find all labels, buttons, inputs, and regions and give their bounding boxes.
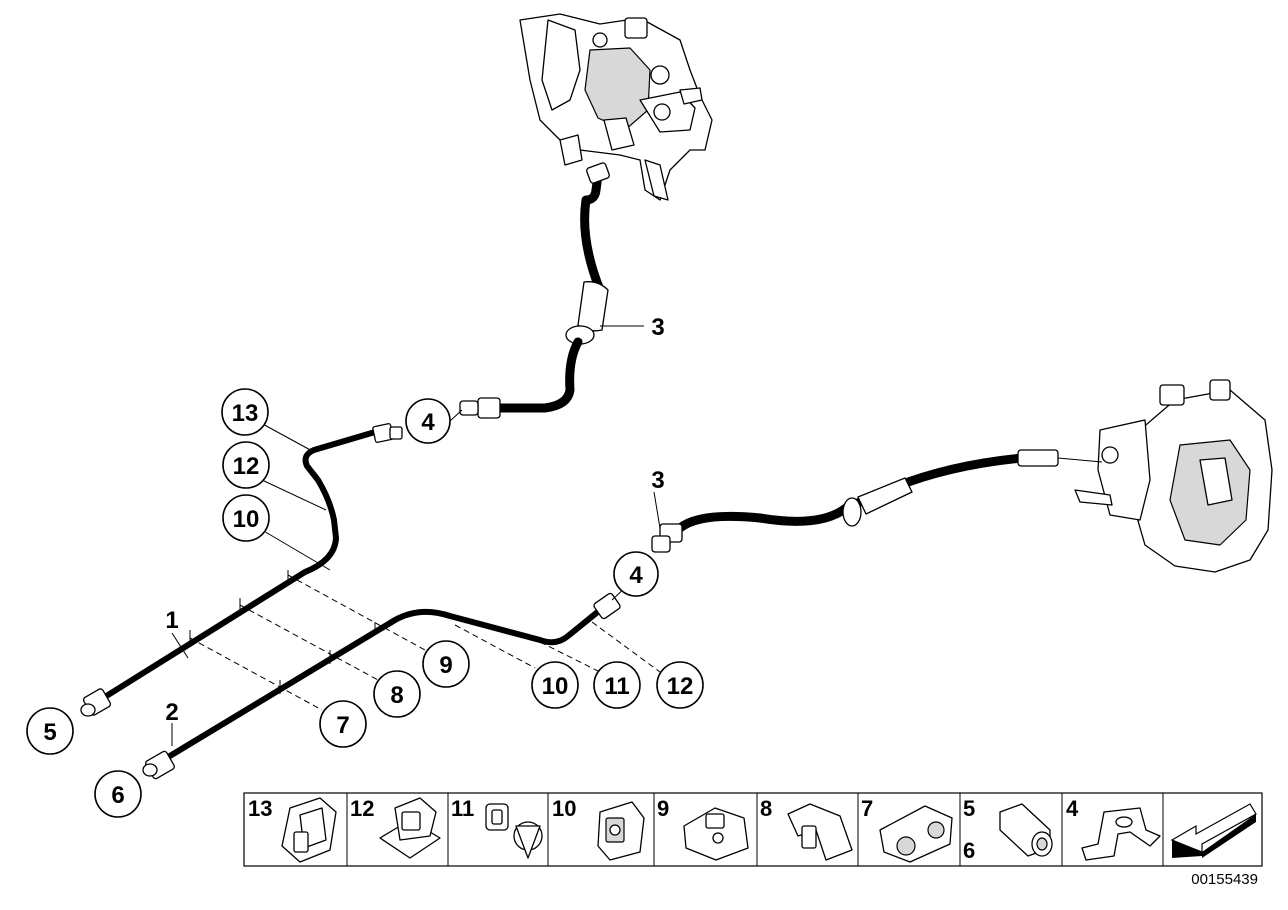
top-brake-caliper (519, 13, 713, 201)
callout-4-lower: 4 (629, 562, 643, 589)
leader-lines (171, 325, 661, 746)
legend-cell-5-6: 5 6 (963, 796, 1053, 863)
callout-6: 6 (111, 782, 124, 809)
callout-8: 8 (390, 682, 403, 709)
svg-text:5: 5 (963, 796, 975, 821)
legend-cell-10: 10 (552, 796, 645, 861)
svg-text:8: 8 (760, 796, 772, 821)
legend-cell-arrow (1170, 803, 1257, 858)
legend-cell-7: 7 (861, 796, 953, 863)
right-brake-caliper (1074, 379, 1273, 573)
callout-11: 11 (604, 673, 629, 700)
svg-text:4: 4 (1066, 796, 1079, 821)
brake-hose-top (459, 162, 610, 419)
legend-cell-11: 11 (451, 796, 543, 859)
legend-cell-12: 12 (350, 796, 441, 859)
callout-1: 1 (165, 607, 178, 634)
legend-cell-4: 4 (1066, 796, 1161, 861)
callout-7: 7 (336, 712, 349, 739)
legend-cell-9: 9 (657, 796, 749, 861)
callout-13: 13 (232, 400, 259, 427)
callout-3-lower: 3 (651, 467, 664, 494)
svg-text:9: 9 (657, 796, 669, 821)
parts-legend: 13 12 11 10 9 (243, 792, 1263, 867)
brake-hose-right (651, 449, 1103, 553)
callout-9: 9 (439, 652, 452, 679)
callout-10-lower: 10 (542, 673, 569, 700)
brake-line-1 (80, 423, 403, 717)
svg-text:11: 11 (451, 796, 474, 821)
callout-4-top: 4 (421, 409, 435, 436)
legend-cell-8: 8 (760, 796, 853, 861)
svg-text:13: 13 (248, 796, 272, 821)
callout-10: 10 (233, 506, 260, 533)
callout-2: 2 (165, 699, 178, 726)
legend-cell-13: 13 (248, 796, 337, 863)
callout-3-top: 3 (651, 314, 664, 341)
callouts: 13 12 10 4 3 1 5 2 6 7 8 9 10 11 12 4 3 (26, 314, 704, 818)
svg-text:7: 7 (861, 796, 873, 821)
callout-5: 5 (43, 719, 56, 746)
svg-text:10: 10 (552, 796, 576, 821)
document-id: 00155439 (1191, 871, 1258, 888)
brake-line-2 (142, 592, 621, 780)
callout-12: 12 (233, 453, 260, 480)
callout-12-lower: 12 (667, 673, 694, 700)
svg-text:12: 12 (350, 796, 374, 821)
svg-text:6: 6 (963, 838, 975, 863)
